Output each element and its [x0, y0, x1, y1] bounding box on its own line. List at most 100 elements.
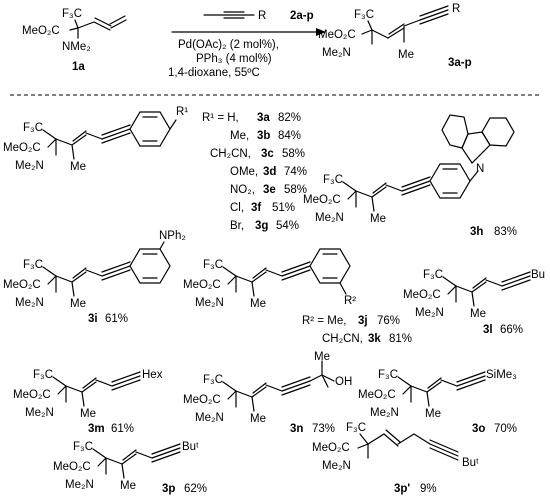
product-3h: F₃C MeO₂C Me₂N Me N 3h 83%	[303, 114, 517, 238]
id-3l: 3l	[483, 324, 493, 336]
ester-label: MeO₂C	[312, 442, 350, 454]
product-3o: F₃C MeO₂C Me₂N Me SiMe₃ 3o 70%	[358, 369, 517, 435]
hex-label: Hex	[142, 369, 163, 381]
reagent-id: 2a-p	[290, 10, 314, 22]
yield-3a: 82%	[278, 112, 301, 124]
id-3k: 3k	[368, 333, 381, 345]
ester-label: MeO₂C	[403, 289, 441, 301]
methyl-label: Me	[70, 161, 86, 173]
ester-label: MeO₂C	[303, 194, 341, 206]
ester-label: MeO₂C	[183, 394, 221, 406]
methyl-label: Me	[80, 408, 96, 420]
prod-r-label: R	[452, 3, 460, 15]
cf3-label: F₃C	[23, 122, 43, 134]
id-3h: 3h	[470, 226, 483, 238]
id-3j: 3j	[358, 315, 368, 327]
sub-3b: Me,	[230, 130, 249, 142]
methyl-label: Me	[70, 298, 86, 310]
yield-3m: 61%	[111, 423, 134, 435]
carbazole-n: N	[476, 163, 484, 175]
yield-3p-prime: 9%	[420, 483, 437, 495]
cf3-label: F₃C	[378, 369, 398, 381]
id-3a: 3a	[257, 112, 270, 124]
methyl-label: Me	[120, 480, 136, 492]
cf3-label: F₃C	[73, 441, 93, 453]
sub-3g: Br,	[230, 220, 244, 232]
reaction-arrow-group: R 2a-p Pd(OAc)₂ (2 mol%), PPh₃ (4 mol%) …	[168, 10, 326, 79]
yield-3b: 84%	[278, 130, 301, 142]
ester-label: MeO₂C	[183, 279, 221, 291]
amine-label: Me₂N	[15, 160, 44, 172]
id-3m: 3m	[88, 423, 105, 435]
product-3p-prime: F₃C MeO₂C Me₂N Buᵗ 3p' 9%	[312, 422, 479, 495]
ester-label: MeO₂C	[53, 461, 91, 473]
r1-label: R¹	[176, 106, 188, 118]
product-3j-3k: F₃C MeO₂C Me₂N Me R² R² = Me, 3j 76% CH₂…	[183, 248, 412, 345]
substrate-ester: MeO₂C	[22, 25, 60, 37]
yield-3c: 58%	[282, 148, 305, 160]
id-3b: 3b	[257, 130, 270, 142]
r2-line2: CH₂CN,	[322, 333, 363, 345]
cf3-label: F₃C	[423, 269, 443, 281]
sime3-label: SiMe₃	[486, 369, 517, 381]
yield-3h: 83%	[494, 226, 517, 238]
methyl-label: Me	[250, 298, 266, 310]
product-id: 3a-p	[448, 57, 472, 69]
prod-amine: Me₂N	[322, 47, 351, 59]
substrate-1a: F₃C MeO₂C NMe₂ 1a	[22, 8, 127, 73]
sub-3e: NO₂,	[230, 184, 255, 196]
yield-3d: 74%	[284, 166, 307, 178]
sub-3f: Cl,	[230, 202, 244, 214]
id-3c: 3c	[261, 148, 274, 160]
sub-3c: CH₂CN,	[210, 148, 251, 160]
id-3p-prime: 3p'	[394, 483, 410, 495]
tbu-label: Buᵗ	[462, 457, 479, 469]
r2-line1: R² = Me,	[302, 315, 346, 327]
cf3-label: F₃C	[203, 259, 223, 271]
yield-3o: 70%	[494, 423, 517, 435]
amine-label: Me₂N	[195, 412, 224, 424]
yield-3f: 51%	[272, 202, 295, 214]
cf3-label: F₃C	[323, 174, 343, 186]
reaction-arrowhead	[316, 28, 326, 36]
prod-cf3: F₃C	[354, 9, 374, 21]
amine-label: Me₂N	[25, 407, 54, 419]
cf3-label: F₃C	[203, 374, 223, 386]
yield-3n: 73%	[312, 423, 335, 435]
yield-3j: 76%	[377, 315, 400, 327]
ester-label: MeO₂C	[358, 389, 396, 401]
id-3o: 3o	[472, 423, 485, 435]
id-3g: 3g	[255, 220, 268, 232]
alkyne-r-label: R	[258, 10, 266, 22]
substrate-id: 1a	[72, 61, 85, 73]
amine-label: Me₂N	[65, 479, 94, 491]
methyl-label: Me	[470, 308, 486, 320]
substrate-amine: NMe₂	[62, 41, 91, 53]
product-3m: F₃C MeO₂C Me₂N Me Hex 3m 61%	[13, 369, 163, 435]
prod-ester: MeO₂C	[318, 29, 356, 41]
amine-label: Me₂N	[195, 297, 224, 309]
id-3i: 3i	[88, 313, 98, 325]
yield-3e: 58%	[284, 184, 307, 196]
prod-methyl: Me	[398, 49, 414, 61]
sub-3d: OMe,	[230, 166, 258, 178]
substrate-cf3: F₃C	[62, 8, 82, 20]
product-3a-3g: F₃C MeO₂C Me₂N Me R¹ R¹ = H, 3a 82% Me, …	[3, 106, 307, 232]
r1-prefix: R¹ = H,	[202, 112, 239, 124]
amine-label: Me₂N	[415, 307, 444, 319]
product-3i: F₃C MeO₂C Me₂N Me NPh₂ 3i 61%	[3, 230, 186, 325]
oh-label: OH	[335, 376, 352, 388]
yield-3g: 54%	[276, 220, 299, 232]
methyl-label: Me	[250, 413, 266, 425]
benzene-ring	[309, 248, 351, 284]
ester-label: MeO₂C	[3, 279, 41, 291]
condition-3: 1,4-dioxane, 55ºC	[168, 67, 260, 79]
yield-3k: 81%	[389, 333, 412, 345]
id-3d: 3d	[263, 166, 276, 178]
id-3f: 3f	[251, 202, 261, 214]
product-3p: F₃C MeO₂C Me₂N Me Buᵗ 3p 62%	[53, 441, 207, 495]
bu-label: Bu	[531, 269, 545, 281]
tbu-label: Buᵗ	[182, 441, 199, 453]
carbazole-five-ring	[461, 131, 491, 164]
